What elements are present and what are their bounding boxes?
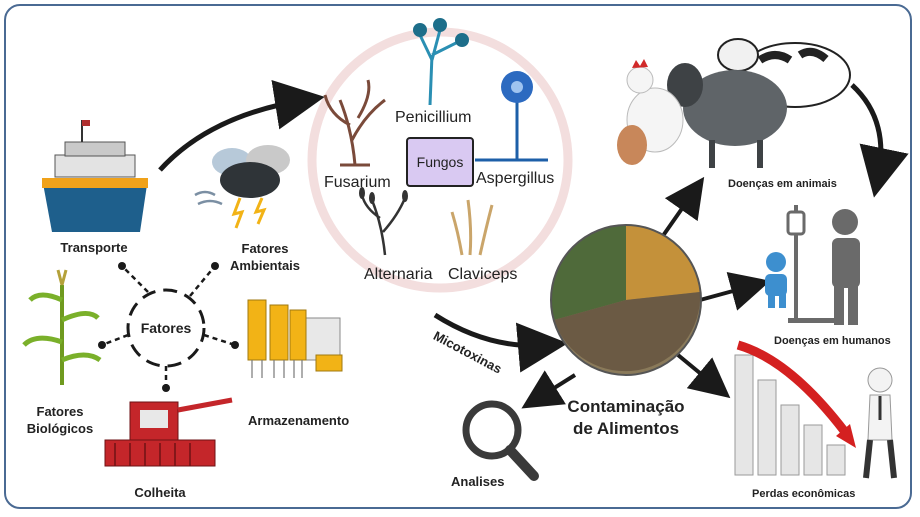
arrow-to-humans (699, 272, 771, 311)
label-contaminacao-line2: de Alimentos (572, 419, 680, 438)
label-fusarium: Fusarium (324, 174, 391, 191)
label-fatores-ambientais-line1: Fatores (241, 241, 289, 256)
label-fatores: Fatores (140, 320, 192, 336)
label-transporte: Transporte (60, 240, 128, 255)
label-fatores-ambientais: Fatores Ambientais (215, 240, 315, 274)
magnifier-icon (462, 400, 539, 481)
label-fatores-biologicos-line1: Fatores (36, 404, 84, 419)
label-penicillium: Penicillium (395, 109, 472, 126)
humans-pictogram (765, 205, 860, 325)
fungos-box: Fungos (406, 137, 474, 187)
label-aspergillus: Aspergillus (476, 170, 555, 187)
arrow-animals-to-humans (850, 83, 909, 198)
label-perdas: Perdas econômicas (752, 488, 856, 500)
diagram-frame (4, 4, 912, 509)
arrow-to-analises (521, 370, 577, 409)
claviceps-icon (450, 199, 494, 256)
label-alternaria: Alternaria (364, 266, 433, 283)
label-claviceps: Claviceps (448, 266, 518, 283)
fatores-circle (126, 288, 206, 368)
label-contaminacao-line1: Contaminação (567, 397, 685, 416)
aspergillus-icon (475, 71, 548, 162)
harvester-icon (104, 397, 233, 467)
label-armazenamento: Armazenamento (248, 413, 350, 428)
storm-cloud-icon (194, 145, 290, 229)
contaminated-food-image (550, 224, 702, 376)
arrow-to-animals (658, 176, 705, 242)
label-analises: Analises (451, 474, 505, 489)
ship-icon (42, 120, 148, 232)
label-doencas-humanos: Doenças em humanos (774, 335, 891, 347)
label-fatores-biologicos: Fatores Biológicos (10, 403, 110, 437)
label-fatores-ambientais-line2: Ambientais (229, 258, 301, 273)
label-doencas-animais: Doenças em animais (728, 178, 837, 190)
fusarium-icon (323, 79, 386, 167)
fatores-connectors (101, 265, 236, 385)
label-colheita: Colheita (134, 485, 186, 500)
corn-plant-icon (22, 269, 102, 385)
losses-chart-icon (734, 340, 897, 479)
silo-icon (247, 299, 343, 378)
arrow-to-losses (676, 353, 731, 399)
penicillium-icon (413, 18, 469, 106)
label-fatores-biologicos-line2: Biológicos (26, 421, 94, 436)
arrow-to-fungi (158, 79, 325, 172)
fatores-connector-dots (98, 262, 239, 392)
alternaria-icon (359, 187, 408, 256)
fungos-label: Fungos (416, 154, 464, 170)
label-contaminacao: Contaminação de Alimentos (556, 396, 696, 440)
animals-image (617, 38, 851, 168)
arrow-micotoxinas (433, 312, 568, 373)
